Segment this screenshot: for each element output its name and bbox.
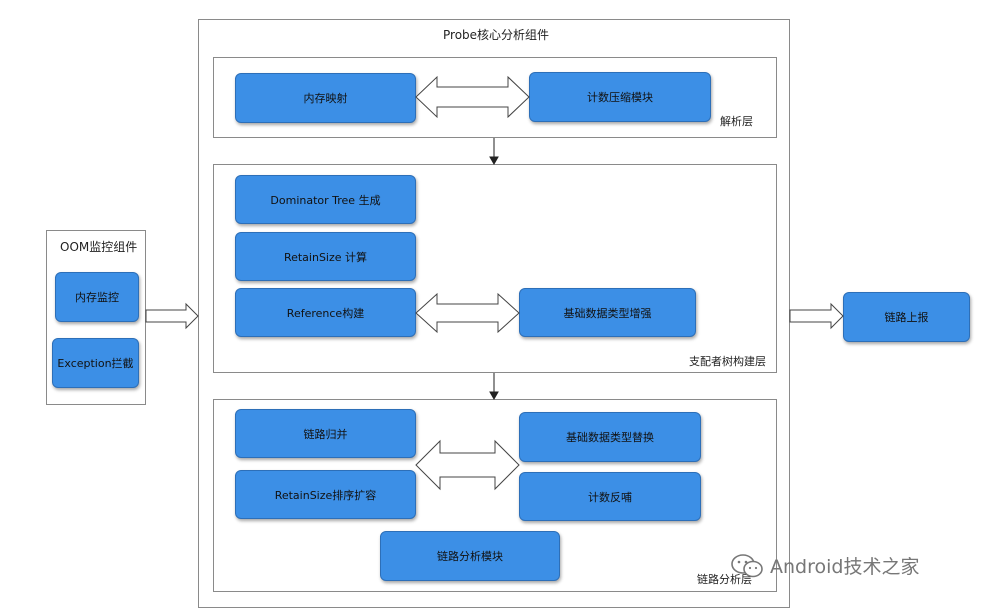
retainsize-calc-box: RetainSize 计算 — [235, 232, 416, 281]
parse-layer-label: 解析层 — [720, 115, 753, 128]
dominator-layer-label: 支配者树构建层 — [689, 355, 766, 368]
primitive-enhance-box: 基础数据类型增强 — [519, 288, 696, 337]
dominator-tree-box: Dominator Tree 生成 — [235, 175, 416, 224]
oom-monitor-title: OOM监控组件 — [60, 240, 138, 254]
watermark: Android技术之家 — [730, 552, 919, 579]
chain-report-box: 链路上报 — [843, 292, 970, 342]
hprof-file-label: hprof文件 — [152, 312, 189, 321]
memory-monitor-box: 内存监控 — [55, 272, 139, 322]
chain-string-label: 链路String — [795, 312, 835, 321]
exception-intercept-box: Exception拦截 — [52, 338, 139, 388]
watermark-text: Android技术之家 — [770, 556, 920, 578]
reverse-pointer-label: 反指针 — [456, 309, 478, 317]
parse-arrow-label-2: ArrayInstance — [448, 98, 498, 106]
chain-analysis-module-box: 链路分析模块 — [380, 531, 560, 581]
count-compress-box: 计数压缩模块 — [529, 72, 711, 122]
reference-build-box: Reference构建 — [235, 288, 416, 337]
parse-arrow-label-1: ClassInstance — [448, 89, 498, 97]
count-feedback-box: 计数反哺 — [519, 472, 701, 521]
chain-layer-label: 链路分析层 — [697, 573, 752, 586]
wechat-icon — [731, 553, 763, 577]
memory-mapping-box: 内存映射 — [235, 73, 416, 123]
retainsize-sort-box: RetainSize排序扩容 — [235, 470, 416, 519]
primitive-replace-box: 基础数据类型替换 — [519, 412, 701, 462]
probe-core-title: Probe核心分析组件 — [443, 28, 550, 42]
chain-merge-box: 链路归并 — [235, 409, 416, 458]
